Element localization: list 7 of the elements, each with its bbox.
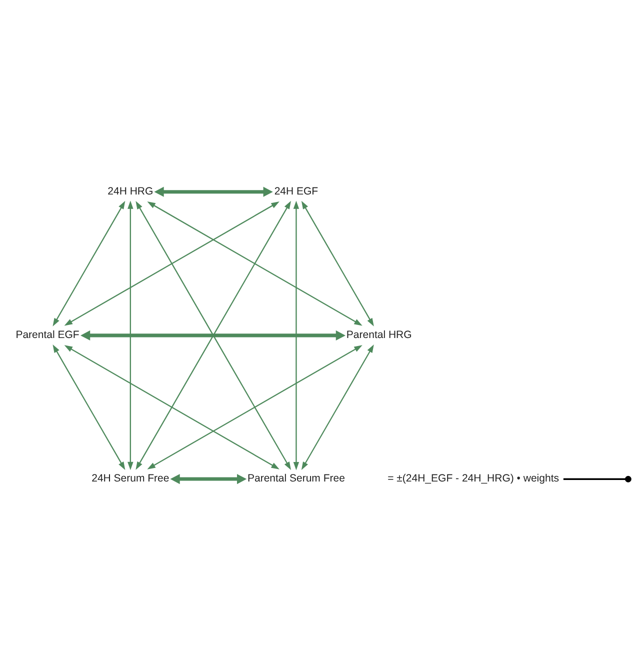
node-text: 24H Serum Free <box>92 472 170 484</box>
node-text: = ±(24H_EGF - 24H_HRG) • weights <box>388 472 559 484</box>
node-text: Parental EGF <box>16 328 80 341</box>
node-text: Parental Serum Free <box>247 472 345 484</box>
node-text: Parental HRG <box>346 328 412 341</box>
node-text: 24H HRG <box>108 184 154 197</box>
node-text: 24H EGF <box>274 184 318 197</box>
